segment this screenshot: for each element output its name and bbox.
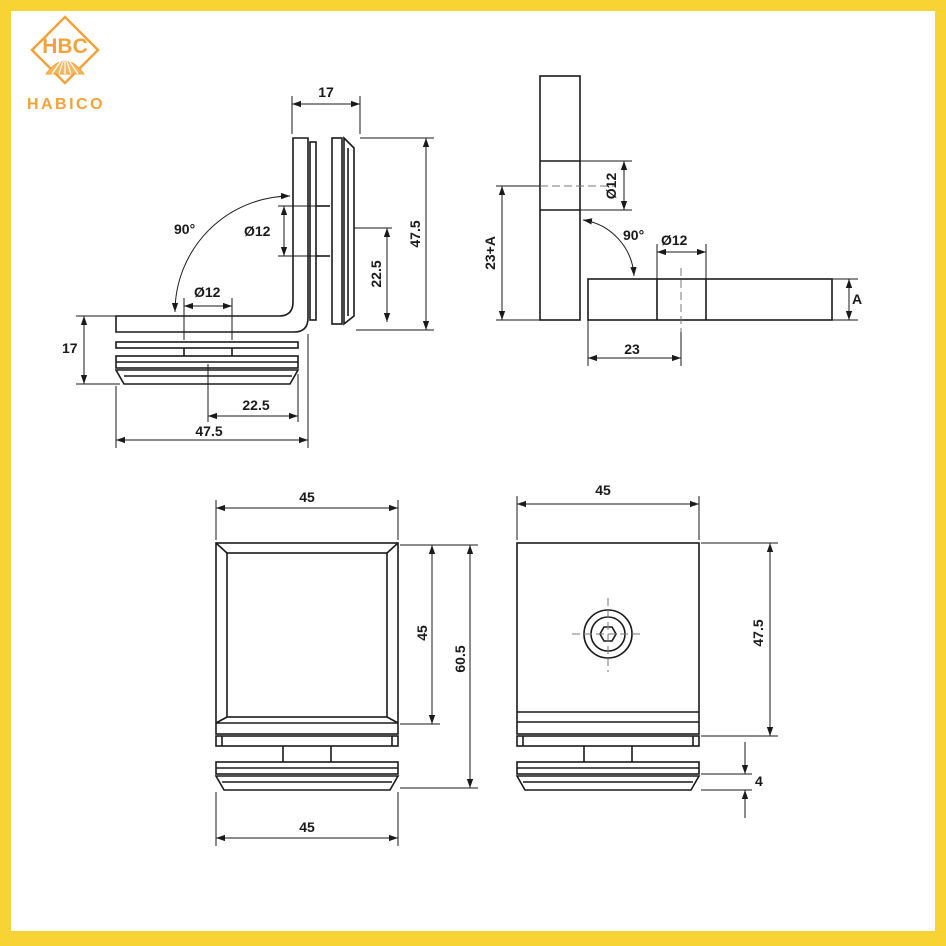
logo-diamond-icon	[30, 15, 100, 85]
pivot-view-dimensions	[496, 160, 858, 366]
dim-a-label: A	[852, 291, 862, 307]
pivot-horizontal-block	[587, 278, 833, 321]
bracket-l-profile	[115, 137, 309, 333]
habico-logo: HBC HABICO	[27, 15, 105, 113]
pivot-view-labels: Ø12 23+A 90° Ø12 A 23	[482, 173, 862, 357]
dim-45-front-height-label: 45	[414, 625, 430, 641]
dim-22-5-vertical-label: 22.5	[368, 260, 384, 287]
angle-90-side-label: 90°	[174, 221, 195, 237]
dim-60-5-label: 60.5	[452, 645, 468, 672]
front-view-labels: 45 45 60.5 45	[299, 489, 468, 835]
dim-23-plus-a-label: 23+A	[482, 236, 498, 270]
dim-45-front-top-label: 45	[299, 489, 315, 505]
front-glass-plate	[215, 542, 399, 735]
pivot-view	[539, 75, 833, 321]
dia-12-pivot-bottom-label: Ø12	[661, 232, 688, 248]
dim-17-left-label: 17	[62, 340, 78, 356]
pivot-vertical-block	[539, 75, 581, 321]
dim-22-5-horizontal-label: 22.5	[242, 397, 269, 413]
dia-12-side-label: Ø12	[244, 223, 271, 239]
dim-45-front-bottom-label: 45	[299, 819, 315, 835]
drawing-paper	[11, 11, 935, 931]
dim-47-5-vertical-label: 47.5	[407, 220, 423, 247]
angle-90-pivot-label: 90°	[623, 227, 644, 243]
brand-name: HABICO	[27, 96, 105, 113]
dim-47-5-horizontal-label: 47.5	[195, 423, 222, 439]
logo-monogram: HBC	[42, 35, 88, 58]
side-view	[114, 136, 355, 385]
back-center-lines	[572, 598, 644, 672]
back-view-labels: 45 47.5 4	[595, 482, 766, 789]
dia-12-pivot-top-label: Ø12	[603, 173, 619, 200]
dim-4-label: 4	[755, 773, 763, 789]
dim-45-back-label: 45	[595, 482, 611, 498]
back-view-dimensions	[516, 496, 778, 818]
dim-17-top-label: 17	[318, 84, 334, 100]
dim-47-5-back-label: 47.5	[750, 619, 766, 646]
side-view-labels: 17 47.5 22.5 Ø12 90° Ø12 17 22.5 47.5	[62, 84, 423, 439]
side-view-dimensions	[76, 96, 434, 448]
dim-23-label: 23	[624, 341, 640, 357]
vertical-clamp-plate	[331, 137, 343, 325]
front-view-dimensions	[215, 500, 478, 846]
front-view	[214, 542, 400, 791]
back-view	[515, 542, 701, 791]
back-body	[516, 542, 700, 735]
dia-12-bottom-label: Ø12	[194, 284, 221, 300]
